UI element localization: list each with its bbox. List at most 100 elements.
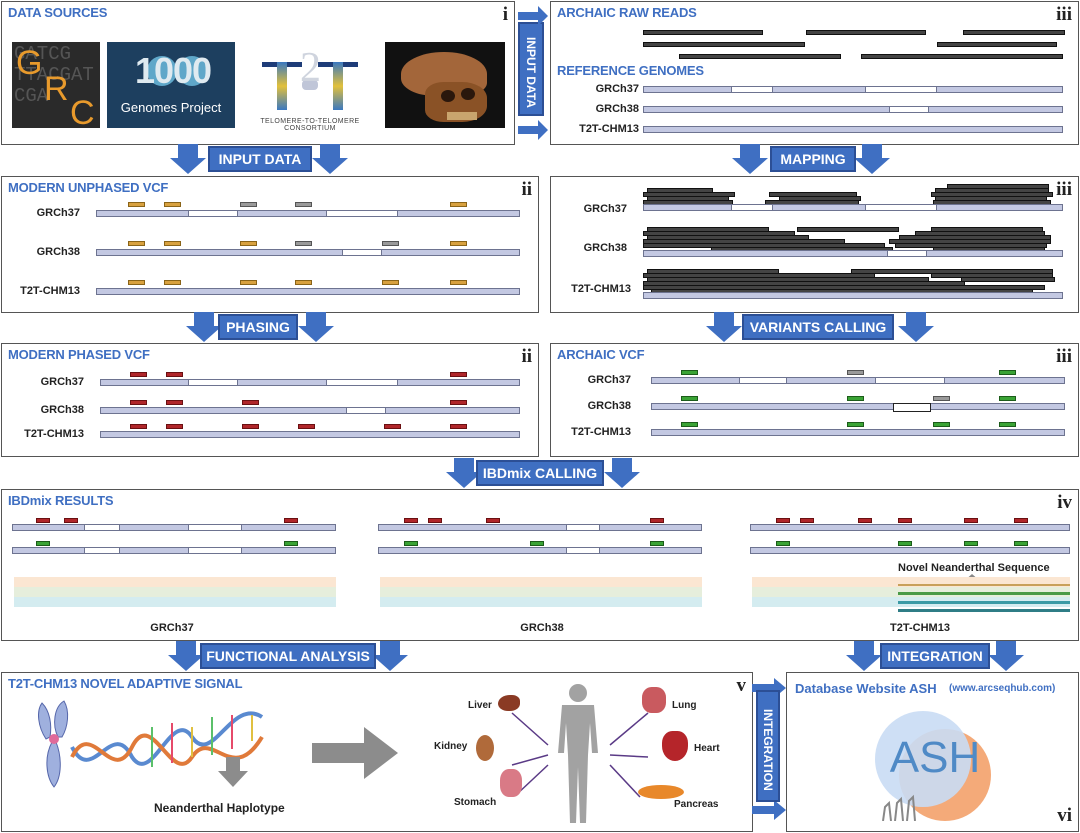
novel-sequence-line — [898, 584, 1070, 586]
genome-gap — [342, 249, 382, 256]
green-variant-marker — [681, 396, 698, 401]
organ-label-heart: Heart — [694, 743, 720, 754]
genome-gap — [566, 547, 600, 554]
column-label: GRCh38 — [520, 622, 564, 634]
down-arrows-icon — [446, 458, 640, 488]
red-variant-marker — [650, 518, 664, 523]
genome-gap — [326, 379, 398, 386]
genome-gap — [326, 210, 398, 217]
red-variant-marker — [486, 518, 500, 523]
panel-title: ARCHAIC RAW READS — [557, 5, 697, 20]
genome-gap — [566, 524, 600, 531]
genome-label: GRCh38 — [587, 400, 631, 412]
globe-icon — [147, 56, 177, 86]
mapped-read — [797, 227, 899, 232]
grc-bg-text: GATCG TTACGATCGA — [14, 43, 94, 107]
red-variant-marker — [64, 518, 78, 523]
haplotype-stripe — [752, 577, 1070, 587]
genome-track — [96, 249, 520, 256]
ash-logo-text: ASH — [889, 733, 981, 782]
panel-number: vi — [1057, 805, 1072, 826]
chromosome-dna-illustration — [38, 700, 264, 788]
organ-label-pancreas: Pancreas — [674, 799, 719, 810]
red-variant-marker — [384, 424, 401, 429]
website-url[interactable]: (www.arcseqhub.com) — [949, 683, 1056, 694]
genome-track — [100, 379, 520, 386]
orange-variant-marker — [164, 202, 181, 207]
red-variant-marker — [242, 400, 259, 405]
genome-label: GRCh38 — [595, 103, 639, 115]
panel-number: ii — [521, 346, 532, 367]
haplotype-label: Neanderthal Haplotype — [154, 801, 285, 815]
genome-gap — [188, 547, 242, 554]
integration-arrow-vertical: INTEGRATION — [756, 690, 780, 802]
genome-gap — [865, 204, 937, 211]
right-arrow-icon — [312, 727, 398, 779]
novel-sequence-label: Novel Neanderthal Sequence — [898, 562, 1050, 574]
haplotype-stripe — [380, 597, 702, 607]
panel-number: iii — [1056, 346, 1072, 367]
neanderthal-skull-image — [385, 42, 505, 128]
t2t-caption: TELOMERE-TO-TELOMERE CONSORTIUM — [260, 118, 360, 132]
panel-title: IBDmix RESULTS — [8, 493, 114, 508]
modern-phased-vcf-panel: MODERN PHASED VCF ii GRCh37 GRCh38 T2T-C… — [1, 343, 539, 457]
red-variant-marker — [166, 424, 183, 429]
genome-label: GRCh37 — [583, 203, 627, 215]
gray-variant-marker — [847, 370, 864, 375]
orange-variant-marker — [128, 280, 145, 285]
green-variant-marker — [1014, 541, 1028, 546]
orange-variant-marker — [240, 280, 257, 285]
green-variant-marker — [650, 541, 664, 546]
green-variant-marker — [681, 370, 698, 375]
column-label: T2T-CHM13 — [890, 622, 950, 634]
genome-track — [643, 250, 1063, 257]
green-variant-marker — [847, 422, 864, 427]
panel-title: Database Website ASH — [795, 681, 937, 696]
genome-gap — [865, 86, 937, 93]
genome-label: T2T-CHM13 — [20, 285, 80, 297]
raw-read — [937, 42, 1057, 47]
t2t-logo: 2 TELOMERE-TO-TELOMERE CONSORTIUM — [240, 38, 380, 132]
red-variant-marker — [130, 372, 147, 377]
ibdmix-calling-arrow: IBDmix CALLING — [476, 460, 604, 486]
genome-gap — [188, 210, 238, 217]
archaic-vcf-panel: ARCHAIC VCF iii GRCh37 GRCh38 T2T-CHM13 — [550, 343, 1079, 457]
grc-logo: GATCG TTACGATCGA G R C — [12, 42, 100, 128]
thousand-caption: Genomes Project — [120, 100, 222, 115]
raw-read — [643, 42, 805, 47]
orange-variant-marker — [450, 280, 467, 285]
mapping-arrow: MAPPING — [770, 146, 856, 172]
genome-gap — [188, 379, 238, 386]
input-data-arrow-vertical: INPUT DATA — [518, 22, 544, 116]
panel-title: DATA SOURCES — [8, 5, 108, 20]
arrow-right-icon — [518, 6, 548, 140]
thousand-number: 1000 — [134, 50, 212, 91]
database-website-panel: Database Website ASH (www.arcseqhub.com)… — [786, 672, 1079, 832]
stomach-icon — [500, 769, 522, 797]
green-variant-marker — [999, 370, 1016, 375]
genome-gap — [346, 407, 386, 414]
liver-icon — [498, 695, 520, 711]
haplotype-stripe — [14, 587, 336, 597]
orange-variant-marker — [240, 241, 257, 246]
genome-label: GRCh37 — [595, 83, 639, 95]
genome-track — [651, 377, 1065, 384]
green-variant-marker — [404, 541, 418, 546]
genome-label: GRCh38 — [40, 404, 84, 416]
red-variant-marker — [964, 518, 978, 523]
genome-track — [643, 126, 1063, 133]
haplotype-stripe — [14, 597, 336, 607]
human-body-icon — [558, 684, 598, 823]
orange-variant-marker — [164, 280, 181, 285]
genome-label: T2T-CHM13 — [571, 283, 631, 295]
down-arrows-icon — [170, 144, 348, 174]
ash-logo[interactable]: ASH — [871, 709, 995, 825]
organ-label-liver: Liver — [468, 700, 492, 711]
genome-gap — [188, 524, 242, 531]
genome-track — [378, 547, 702, 554]
raw-read — [643, 30, 763, 35]
red-variant-marker — [450, 400, 467, 405]
genome-label: GRCh37 — [587, 374, 631, 386]
red-variant-marker — [166, 372, 183, 377]
gray-variant-marker — [295, 241, 312, 246]
